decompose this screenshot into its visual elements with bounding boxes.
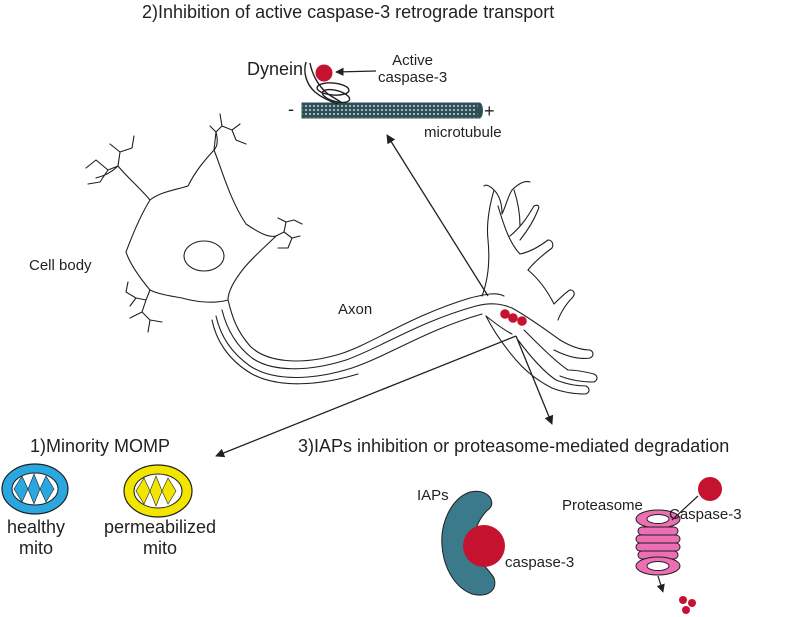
microtubule-end	[477, 103, 483, 118]
neuron	[85, 113, 598, 395]
permeabilized-mito-line2: mito	[142, 537, 177, 558]
active-caspase-dot	[315, 64, 333, 82]
nucleus	[183, 240, 225, 272]
axon-caspase-dots	[500, 309, 527, 326]
active-caspase-arrow	[335, 67, 377, 77]
proteasome-label: Proteasome	[562, 497, 643, 514]
healthy-mito-label: healthy mito	[0, 517, 72, 558]
caspase3-proteasome-label: Caspase-3	[669, 506, 742, 523]
iaps-title-label: 3)IAPs inhibition or proteasome-mediated…	[298, 436, 730, 456]
caspase-to-proteasome-line	[671, 495, 699, 521]
caspase-dot-iap	[463, 525, 505, 567]
arrow-to-microtubule	[386, 134, 489, 297]
healthy-mito-line2: mito	[18, 537, 53, 558]
microtubule-group	[301, 102, 483, 119]
microtubule-label: microtubule	[424, 124, 502, 141]
permeabilized-mito	[123, 464, 193, 518]
permeabilized-mito-label: permeabilized mito	[98, 517, 222, 558]
caspase-dot-proteasome	[698, 477, 722, 501]
cell-body-label: Cell body	[29, 257, 92, 274]
degraded-fragments	[679, 596, 696, 614]
minus-end-label: -	[288, 99, 294, 119]
degradation-arrow	[656, 575, 665, 593]
arrow-to-momp	[215, 335, 517, 458]
proteasome	[635, 509, 681, 576]
active-caspase-line2: caspase-3	[378, 69, 448, 87]
dynein-label: Dynein	[247, 59, 304, 79]
title-retrograde: 2)Inhibition of active caspase-3 retrogr…	[142, 2, 555, 22]
caspase3-iap-label: caspase-3	[505, 554, 575, 571]
arrow-to-iaps	[515, 335, 554, 425]
microtubule	[301, 102, 481, 119]
plus-end-label: +	[484, 101, 495, 121]
permeabilized-mito-line1: permeabilized	[103, 517, 217, 537]
iaps-label: IAPs	[417, 487, 449, 504]
axon-label: Axon	[338, 301, 373, 318]
active-caspase-label: Active caspase-3	[378, 52, 447, 87]
active-caspase-line1: Active	[392, 52, 434, 69]
dynein-motor	[304, 61, 351, 105]
minority-momp-label: 1)Minority MOMP	[30, 436, 171, 456]
healthy-mito	[1, 463, 69, 515]
healthy-mito-line1: healthy	[6, 517, 66, 537]
